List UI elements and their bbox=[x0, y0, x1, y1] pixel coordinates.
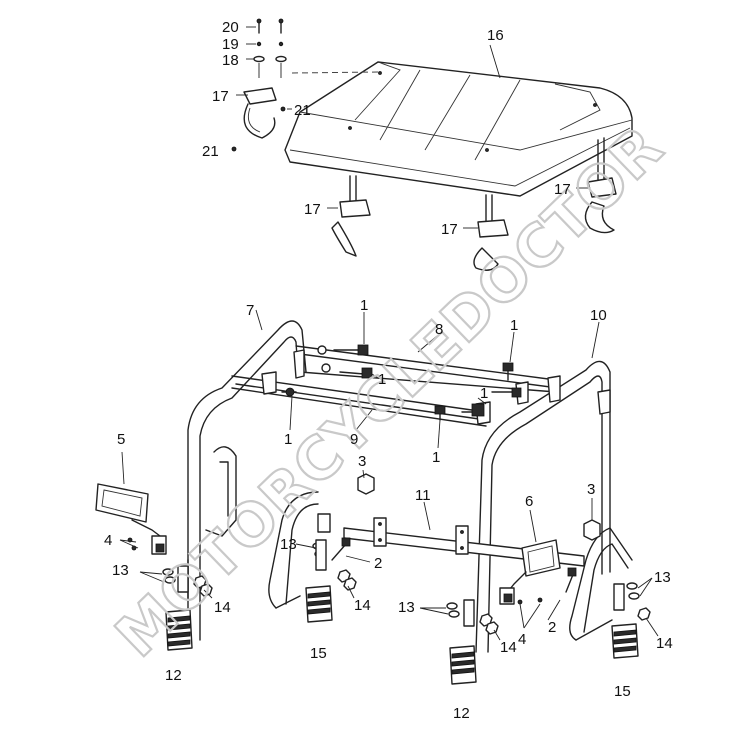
callout-1-mid: 1 bbox=[378, 371, 386, 388]
right-roll-bar bbox=[475, 360, 611, 653]
callout-5: 5 bbox=[117, 431, 125, 448]
callout-1-left: 1 bbox=[284, 431, 292, 448]
bolt-stack-hardware bbox=[246, 18, 287, 78]
bolts-2 bbox=[331, 537, 577, 593]
roof-support-posts bbox=[349, 137, 605, 223]
callout-12-left: 12 bbox=[165, 667, 182, 684]
spring-12-center bbox=[449, 645, 477, 685]
callout-14-center-right: 14 bbox=[500, 639, 517, 656]
callout-11: 11 bbox=[415, 487, 431, 504]
callout-3-left: 3 bbox=[358, 453, 366, 470]
nuts-3 bbox=[357, 473, 601, 541]
callout-21-right: 21 bbox=[294, 102, 311, 119]
callout-1-top: 1 bbox=[360, 297, 368, 314]
callout-2-left: 2 bbox=[374, 555, 382, 572]
mounting-plates bbox=[177, 539, 625, 627]
callout-20: 20 bbox=[222, 19, 239, 36]
side-mirror-left bbox=[95, 483, 167, 555]
roof-panel bbox=[284, 61, 633, 197]
callout-13-right: 13 bbox=[654, 569, 671, 586]
bumper-right bbox=[569, 527, 633, 641]
spring-15-right bbox=[611, 623, 639, 659]
callout-17-rear-right: 17 bbox=[554, 181, 571, 198]
callout-2-right: 2 bbox=[548, 619, 556, 636]
callout-16: 16 bbox=[487, 27, 504, 44]
callout-1-top-right: 1 bbox=[510, 317, 518, 334]
callout-3-right: 3 bbox=[587, 481, 595, 498]
callout-14-center: 14 bbox=[354, 597, 371, 614]
callout-labels: 20 19 18 17 21 21 16 17 17 17 7 1 8 1 10… bbox=[104, 19, 673, 722]
callout-17-front-right: 17 bbox=[441, 221, 458, 238]
callout-14-right: 14 bbox=[656, 635, 673, 652]
callout-19: 19 bbox=[222, 36, 239, 53]
spring-15-center bbox=[305, 585, 333, 623]
roof-clamp-front-right bbox=[463, 219, 509, 271]
bolts-4 bbox=[119, 537, 543, 605]
side-mirror-right bbox=[499, 539, 561, 605]
callout-15-center: 15 bbox=[310, 645, 327, 662]
rear-hoop-left bbox=[205, 446, 237, 537]
callout-1-mid-right: 1 bbox=[480, 385, 488, 402]
callout-13-center-right: 13 bbox=[398, 599, 415, 616]
leader-lines bbox=[121, 44, 659, 641]
callout-8: 8 bbox=[435, 321, 443, 338]
callout-7: 7 bbox=[246, 302, 254, 319]
callout-17-upper-left: 17 bbox=[212, 88, 229, 105]
callout-9: 9 bbox=[350, 431, 358, 448]
callout-4-right: 4 bbox=[518, 631, 526, 648]
callout-17-front-left: 17 bbox=[304, 201, 321, 218]
callout-14-left: 14 bbox=[214, 599, 231, 616]
roof-clamp-upper-left bbox=[231, 87, 292, 152]
watermark-text: MOTORCYCLEDOCTOR bbox=[102, 113, 676, 670]
callout-4-left: 4 bbox=[104, 532, 112, 549]
nuts-14 bbox=[193, 569, 651, 635]
spring-12-left bbox=[165, 609, 193, 651]
callout-18: 18 bbox=[222, 52, 239, 69]
bolts-1 bbox=[281, 344, 522, 421]
roof-clamp-front-left bbox=[327, 199, 371, 257]
callout-12-center: 12 bbox=[453, 705, 470, 722]
alignment-line bbox=[291, 71, 379, 74]
callout-13-left: 13 bbox=[112, 562, 129, 579]
bumper-left bbox=[268, 491, 319, 609]
roof-clamp-rear-right bbox=[576, 177, 617, 234]
callout-10: 10 bbox=[590, 307, 607, 324]
callout-21-left: 21 bbox=[202, 143, 219, 160]
callout-15-right: 15 bbox=[614, 683, 631, 700]
callout-6: 6 bbox=[525, 493, 533, 510]
callout-1-bottom: 1 bbox=[432, 449, 440, 466]
callout-13-center: 13 bbox=[280, 536, 297, 553]
